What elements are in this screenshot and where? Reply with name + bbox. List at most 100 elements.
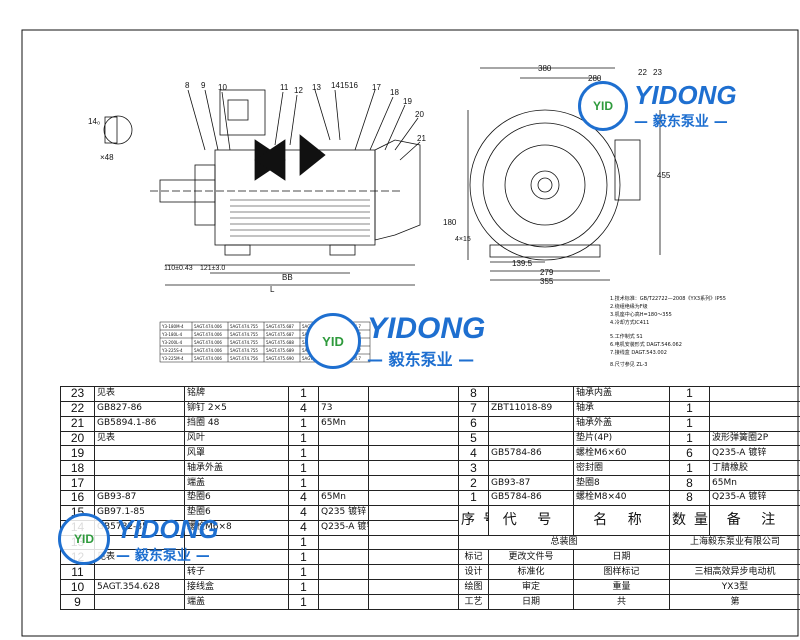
bom-code: [94, 475, 185, 492]
bom-spacer: [368, 490, 459, 506]
bom-qty: 1: [669, 386, 710, 402]
bom-mat: [318, 460, 369, 477]
bom-qty: 4: [288, 519, 319, 536]
cell: 5AGT.474.006: [194, 324, 222, 329]
tb-company: 上海毅东泵业有限公司: [669, 534, 800, 551]
bom-name: 轴承: [573, 400, 670, 417]
note-line: 4.冷却方式IC411: [610, 319, 649, 326]
logo-brand: YIDONG: [116, 513, 219, 544]
bom-no: 18: [60, 460, 95, 477]
bom-spacer: [368, 549, 459, 566]
bom-name: 转子: [184, 564, 289, 581]
cell: 5AGT.474.755: [230, 324, 258, 329]
bom-mat: 65Mn: [318, 490, 369, 506]
sheet-border: [21, 29, 799, 637]
side-view-labels: 8 9 10 11 12 13 14 15 16 17 18 19 20 21 …: [88, 81, 426, 294]
bom-mat: [318, 386, 369, 402]
bom-name: 轴承内盖: [573, 386, 670, 402]
tech-notes: 1.技术标准：GB/T22722—2008《YX3系列》IP55 2.绕组绝缘为…: [610, 295, 726, 368]
cell: 5AGT.474.755: [230, 332, 258, 337]
bom-code: [94, 564, 185, 581]
bom-mat: [318, 534, 369, 551]
cell: Y3-180M-4: [161, 324, 184, 329]
bom-qty: 1: [288, 386, 319, 402]
part-label: 17: [372, 83, 381, 92]
tb-blank: [669, 549, 800, 566]
bom-code: 5AGT.354.628: [94, 579, 185, 596]
bom-code: GB827-86: [94, 400, 185, 417]
bom-no: 16: [60, 490, 95, 506]
bom-no: 7: [458, 400, 489, 417]
header-seq: 序号: [458, 504, 489, 536]
bom-code: ZBT11018-89: [488, 400, 574, 417]
bom-mat: Q235 镀锌: [318, 504, 369, 521]
bom-spacer: [368, 415, 459, 432]
tb-model: YX3型: [669, 579, 800, 596]
bom-code: GB5894.1-86: [94, 415, 185, 432]
bom-qty: 4: [288, 490, 319, 506]
part-label: 19: [403, 97, 412, 106]
bom-mat: 丁腈橡胶: [709, 460, 800, 477]
bom-mat: [709, 400, 800, 417]
bom-qty: 1: [669, 400, 710, 417]
logo-mark: YID: [305, 313, 361, 369]
bom-no: 2: [458, 475, 489, 492]
cell: Y3-180L-4: [161, 332, 183, 337]
bom-spacer: [368, 445, 459, 462]
label-23: 23: [653, 68, 662, 77]
tb-craft: 工艺: [458, 594, 489, 610]
bom-name: 端盖: [184, 475, 289, 492]
tb-std: 标准化: [488, 564, 574, 581]
note-line: 5.工作制式 S1: [610, 333, 643, 340]
bom-code: [488, 415, 574, 432]
cell: 5AGT.474.755: [230, 340, 258, 345]
bom-spacer: [368, 460, 459, 477]
bom-name: 端盖: [184, 594, 289, 610]
bom-no: 17: [60, 475, 95, 492]
tb-total: 共: [573, 594, 670, 610]
bom-code: GB93-87: [488, 475, 574, 492]
bom-qty: 1: [288, 594, 319, 610]
shaft-dia: ×48: [100, 153, 114, 162]
bom-name: 垫片(4P): [573, 430, 670, 447]
bom-mat: Q235-A 镀锌: [709, 445, 800, 462]
cell: 5AGT.475.688: [266, 340, 294, 345]
part-label: 16: [349, 81, 358, 90]
bom-qty: 1: [288, 415, 319, 432]
bom-name: 铭牌: [184, 386, 289, 402]
bom-name: 螺栓M8×40: [573, 490, 670, 506]
cell: Y3-225S-4: [161, 348, 183, 353]
base-dim2: 121±3.0: [200, 265, 225, 272]
cell: 5AGT.474.006: [194, 356, 222, 361]
note-line: 8.尺寸参见 ZL-3: [610, 361, 647, 368]
bom-spacer: [368, 579, 459, 596]
dim-280: 280: [588, 74, 602, 83]
cell: 5AGT.474.006: [194, 340, 222, 345]
bom-no: 21: [60, 415, 95, 432]
bom-qty: 1: [288, 579, 319, 596]
tb-weight: 重量: [573, 579, 670, 596]
bom-code: 见表: [94, 430, 185, 447]
bom-no: 5: [458, 430, 489, 447]
bom-qty: 8: [669, 475, 710, 492]
bom-mat: Q235-A 镀锌: [709, 490, 800, 506]
bom-no: 10: [60, 579, 95, 596]
bom-no: 20: [60, 430, 95, 447]
part-label: 15: [340, 81, 349, 90]
bom-spacer: [368, 534, 459, 551]
tb-r1: 更改文件号: [488, 549, 574, 566]
bom-spacer: [368, 386, 459, 402]
bom-qty: 4: [288, 400, 319, 417]
part-label: 20: [415, 110, 424, 119]
part-label: 11: [280, 83, 289, 92]
dim-hole: 4×15: [455, 236, 471, 243]
bom-mat: [318, 579, 369, 596]
logo-mark: YID: [578, 80, 628, 131]
dim-455: 455: [657, 171, 671, 180]
bom-spacer: [368, 519, 459, 536]
